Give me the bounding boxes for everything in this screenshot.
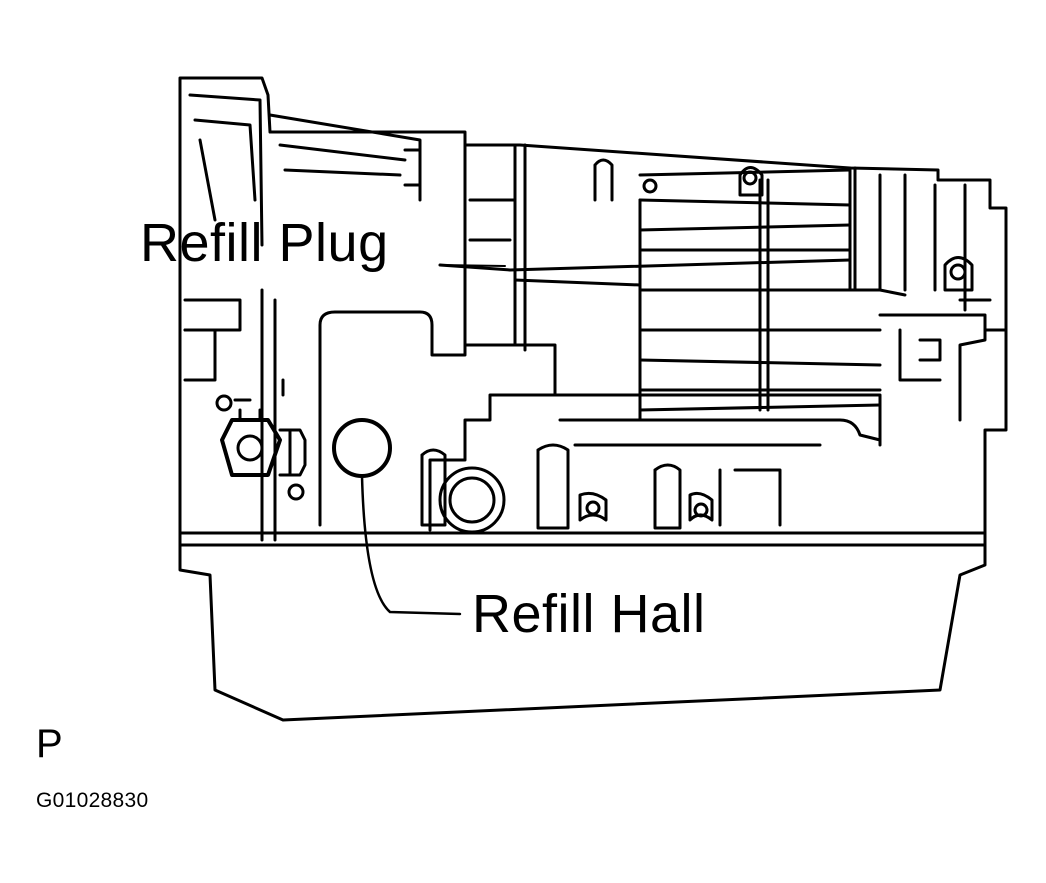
oil-pan-outline xyxy=(178,543,987,722)
refill-plug-label: Refill Plug xyxy=(140,213,389,273)
lower-boss-1 xyxy=(420,448,447,527)
refill-plug-leader xyxy=(439,264,506,267)
case-outline xyxy=(178,76,1008,547)
tab-hole-1 xyxy=(642,178,658,194)
refill-hole-circle xyxy=(332,418,392,478)
bell-housing-detail xyxy=(188,93,264,247)
refill-hall-leader xyxy=(360,474,462,616)
case-tab xyxy=(593,158,614,202)
case-port-outer xyxy=(438,466,506,534)
lower-boss-2 xyxy=(536,443,570,530)
corner-letter: P xyxy=(36,722,64,766)
case-port-inner xyxy=(448,476,496,524)
refill-plug-bolt xyxy=(215,378,307,501)
figure-id: G01028830 xyxy=(36,789,149,812)
valve-body-outline xyxy=(318,310,557,532)
refill-hall-label: Refill Hall xyxy=(472,584,706,644)
